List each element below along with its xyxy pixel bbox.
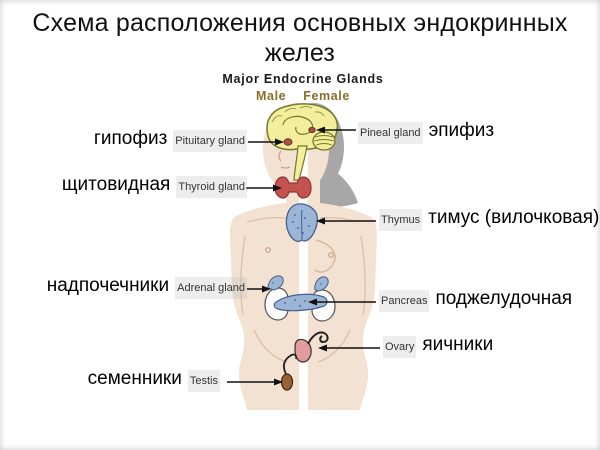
testis-label-en: Testis bbox=[187, 370, 220, 392]
testis-graphic bbox=[280, 353, 298, 391]
arrowheads bbox=[262, 126, 327, 386]
label-adrenal: надпочечники Adrenal gland bbox=[47, 275, 247, 299]
adrenal-label-en: Adrenal gland bbox=[175, 277, 247, 299]
label-ovary: Ovary яичники bbox=[383, 334, 493, 358]
pancreas-label-ru: поджелудочная bbox=[435, 288, 573, 309]
sex-labels: Male Female bbox=[0, 89, 600, 103]
ovary-graphic bbox=[294, 331, 329, 363]
thymus-label-ru: тимус (вилочковая) bbox=[428, 207, 600, 228]
label-pineal: Pineal gland эпифиз bbox=[358, 120, 494, 144]
label-pancreas: Pancreas поджелудочная bbox=[379, 288, 572, 312]
diagram-subtitle: Major Endocrine Glands bbox=[222, 72, 384, 86]
thymus-label-en: Thymus bbox=[379, 209, 423, 231]
pancreas-label-en: Pancreas bbox=[379, 290, 430, 312]
pituitary-label-ru: гипофиз bbox=[93, 128, 168, 149]
thyroid-label-ru: щитовидная bbox=[61, 174, 171, 195]
thymus-gland-graphic bbox=[285, 203, 319, 243]
pineal-gland-graphic bbox=[308, 126, 316, 134]
ovary-label-ru: яичники bbox=[422, 334, 494, 355]
label-pituitary: гипофиз Pituitary gland bbox=[94, 128, 247, 152]
pituitary-label-en: Pituitary gland bbox=[173, 130, 247, 152]
female-label: Female bbox=[303, 89, 350, 103]
label-thymus: Thymus тимус (вилочковая) bbox=[379, 207, 599, 231]
thyroid-label-en: Thyroid gland bbox=[176, 176, 247, 198]
label-testis: семенники Testis bbox=[88, 368, 220, 392]
label-thyroid: щитовидная Thyroid gland bbox=[62, 174, 247, 198]
pituitary-gland-graphic bbox=[283, 138, 293, 146]
testis-label-ru: семенники bbox=[87, 368, 182, 389]
connector-lines bbox=[227, 129, 380, 383]
pineal-label-en: Pineal gland bbox=[358, 122, 423, 144]
ovary-label-en: Ovary bbox=[383, 336, 417, 358]
brain-illustration bbox=[266, 103, 339, 181]
slide-title: Схема расположения основных эндокринных … bbox=[32, 9, 568, 67]
thyroid-gland-graphic bbox=[274, 176, 312, 199]
pineal-label-ru: эпифиз bbox=[428, 120, 495, 141]
male-female-divider bbox=[299, 104, 308, 410]
male-label: Male bbox=[256, 89, 287, 103]
adrenal-label-ru: надпочечники bbox=[46, 275, 170, 296]
adrenal-pancreas-graphic bbox=[264, 275, 336, 322]
